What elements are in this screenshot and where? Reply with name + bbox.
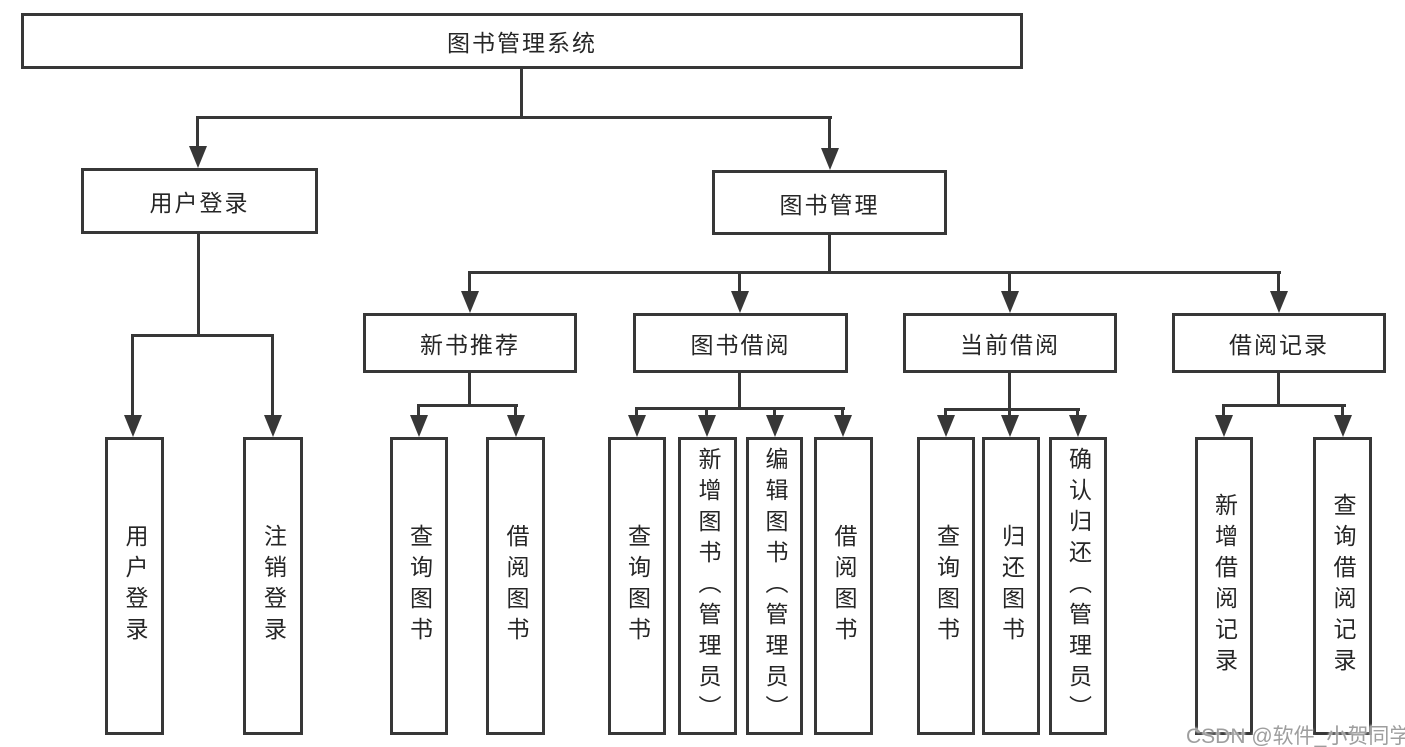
leaf-add-borrow-record: 新增借阅记录 (1195, 437, 1253, 735)
connector-records-branch-2 (1341, 404, 1344, 417)
connector-newbook-branch-1 (417, 404, 420, 417)
node-label: 用户登录 (149, 190, 250, 216)
arrow-down-icon (937, 415, 955, 437)
connector-current-branch-3 (1076, 408, 1079, 417)
leaf-label: 查询图书 (624, 524, 651, 648)
leaf-query-borrow-record: 查询借阅记录 (1313, 437, 1372, 735)
leaf-label: 查询图书 (406, 524, 433, 648)
leaf-borrow-books-recommendation: 借阅图书 (486, 437, 545, 735)
connector-userlogin-hline (131, 334, 274, 337)
leaf-query-books-borrowing: 查询图书 (608, 437, 666, 735)
leaf-confirm-return-admin: 确认归还（管理员） (1049, 437, 1107, 735)
arrow-down-icon (264, 415, 282, 437)
arrow-down-icon (766, 415, 784, 437)
connector-borrowing-hline (635, 407, 845, 410)
node-user-login: 用户登录 (81, 168, 318, 234)
arrow-down-icon (507, 415, 525, 437)
arrow-down-icon (461, 291, 479, 313)
arrow-down-icon (410, 415, 428, 437)
leaf-label: 查询借阅记录 (1330, 493, 1356, 679)
connector-userlogin-branch-2 (271, 334, 274, 417)
connector-records-stem (1277, 372, 1280, 407)
arrow-down-icon (628, 415, 646, 437)
leaf-query-books-current: 查询图书 (917, 437, 975, 735)
arrow-down-icon (821, 148, 839, 170)
connector-root-branch-left (196, 116, 199, 148)
leaf-add-books-admin: 新增图书（管理员） (678, 437, 737, 735)
node-label: 图书借阅 (690, 332, 791, 358)
arrow-down-icon (124, 415, 142, 437)
arrow-down-icon (1334, 415, 1352, 437)
connector-records-hline (1222, 404, 1346, 407)
leaf-label: 归还图书 (998, 524, 1025, 648)
arrow-down-icon (1270, 291, 1288, 313)
arrow-down-icon (189, 146, 207, 168)
connector-newbook-stem (468, 372, 471, 407)
connector-newbook-branch-2 (514, 404, 517, 417)
node-book-management: 图书管理 (712, 170, 947, 235)
leaf-label: 新增借阅记录 (1211, 493, 1238, 679)
leaf-label: 编辑图书（管理员） (762, 446, 788, 726)
connector-bookmgmt-hline (468, 271, 1281, 274)
connector-userlogin-stem (197, 234, 200, 336)
node-label: 图书管理 (779, 191, 880, 218)
node-label: 新书推荐 (420, 332, 520, 358)
arrow-down-icon (1001, 415, 1019, 437)
connector-bookmgmt-branch-4 (1277, 271, 1280, 293)
node-book-borrowing: 图书借阅 (633, 313, 848, 373)
connector-bookmgmt-branch-3 (1008, 271, 1011, 293)
connector-current-stem (1008, 372, 1011, 411)
connector-bookmgmt-branch-2 (738, 271, 741, 293)
node-label: 当前借阅 (960, 332, 1060, 358)
connector-current-hline (944, 408, 1080, 411)
connector-root-branch-right (828, 116, 831, 150)
node-label: 图书管理系统 (447, 30, 597, 56)
leaf-return-books: 归还图书 (982, 437, 1040, 735)
leaf-label: 借阅图书 (831, 524, 857, 648)
connector-records-branch-1 (1222, 404, 1225, 417)
connector-borrowing-branch-1 (635, 407, 638, 417)
node-library-management-system: 图书管理系统 (21, 13, 1023, 69)
leaf-query-books-recommendation: 查询图书 (390, 437, 448, 735)
connector-current-branch-2 (1008, 408, 1011, 417)
leaf-label: 新增图书（管理员） (695, 446, 721, 726)
connector-borrowing-branch-4 (841, 407, 844, 417)
leaf-label: 用户登录 (122, 524, 148, 648)
leaf-borrow-books-borrowing: 借阅图书 (814, 437, 873, 735)
arrow-down-icon (1001, 291, 1019, 313)
connector-root-stem (520, 69, 523, 119)
leaf-label: 查询图书 (933, 524, 960, 648)
node-label: 借阅记录 (1229, 332, 1329, 358)
watermark-csdn: CSDN @软件_小贺同学 (1186, 725, 1405, 747)
connector-root-hline (196, 116, 832, 119)
connector-newbook-hline (417, 404, 518, 407)
arrow-down-icon (1215, 415, 1233, 437)
connector-borrowing-branch-3 (773, 407, 776, 417)
leaf-logout: 注销登录 (243, 437, 303, 735)
arrow-down-icon (1069, 415, 1087, 437)
leaf-label: 借阅图书 (503, 524, 529, 648)
leaf-label: 确认归还（管理员） (1065, 446, 1092, 726)
connector-userlogin-branch-1 (131, 334, 134, 417)
arrow-down-icon (731, 291, 749, 313)
leaf-label: 注销登录 (260, 524, 287, 648)
arrow-down-icon (698, 415, 716, 437)
node-current-borrowing: 当前借阅 (903, 313, 1117, 373)
connector-bookmgmt-stem (828, 234, 831, 274)
node-new-book-recommendation: 新书推荐 (363, 313, 577, 373)
connector-current-branch-1 (944, 408, 947, 417)
leaf-user-login: 用户登录 (105, 437, 164, 735)
arrow-down-icon (834, 415, 852, 437)
connector-borrowing-stem (738, 372, 741, 410)
node-borrowing-records: 借阅记录 (1172, 313, 1386, 373)
connector-bookmgmt-branch-1 (468, 271, 471, 293)
connector-borrowing-branch-2 (705, 407, 708, 417)
leaf-edit-books-admin: 编辑图书（管理员） (746, 437, 803, 735)
